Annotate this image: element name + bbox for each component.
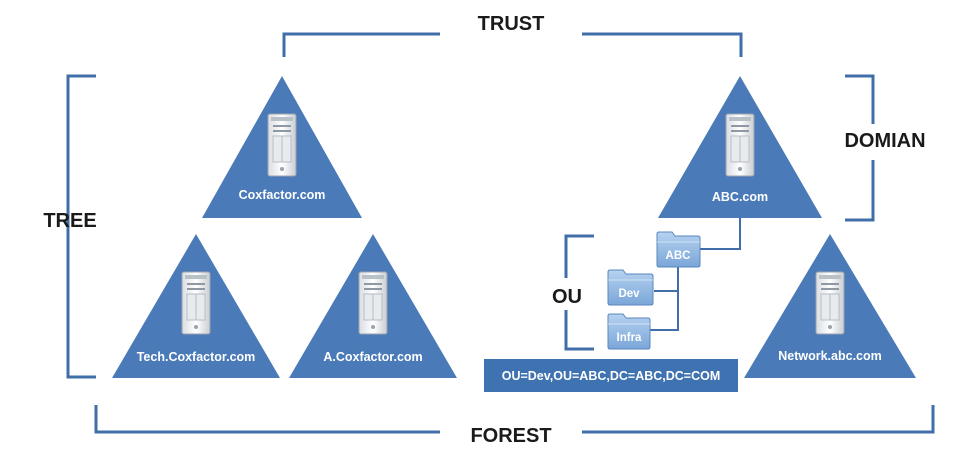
domain-abc: ABC.com (658, 76, 822, 218)
ou-folder-dev: Dev (607, 269, 654, 306)
domain-label-abc: ABC.com (712, 190, 768, 204)
forest-label: FOREST (470, 425, 551, 447)
folder-label-abc: ABC (666, 250, 691, 262)
folder-icon (607, 313, 651, 350)
domain-a-coxfactor: A.Coxfactor.com (289, 234, 457, 378)
ou-folder-abc: ABC (656, 231, 701, 268)
server-icon (725, 113, 755, 177)
server-icon (181, 271, 211, 335)
ou-bracket (564, 234, 594, 351)
folder-icon (656, 231, 701, 268)
domain-coxfactor: Coxfactor.com (202, 76, 362, 218)
domain-label: DOMIAN (844, 130, 925, 152)
tree-bracket (66, 74, 96, 379)
ou-folder-infra: Infra (607, 313, 651, 350)
domain-bracket (845, 74, 875, 222)
folder-icon (607, 269, 654, 306)
ou-connectors (650, 218, 741, 331)
server-icon (815, 271, 845, 335)
distinguished-name-box: OU=Dev,OU=ABC,DC=ABC,DC=COM (484, 359, 738, 392)
forest-bracket (94, 405, 935, 434)
trust-label: TRUST (478, 13, 545, 35)
folder-label-infra: Infra (617, 332, 643, 344)
domain-label-tech-coxfactor: Tech.Coxfactor.com (137, 350, 256, 364)
domain-label-coxfactor: Coxfactor.com (239, 188, 326, 202)
server-icon (358, 271, 388, 335)
domain-label-network-abc: Network.abc.com (778, 349, 882, 363)
server-icon (267, 113, 297, 177)
domain-label-a-coxfactor: A.Coxfactor.com (323, 350, 422, 364)
domain-network-abc: Network.abc.com (744, 234, 916, 378)
trust-bracket (282, 32, 743, 57)
tree-label: TREE (43, 210, 96, 232)
distinguished-name-text: OU=Dev,OU=ABC,DC=ABC,DC=COM (502, 369, 721, 383)
ou-label: OU (552, 286, 582, 308)
folder-label-dev: Dev (618, 288, 640, 300)
domain-tech-coxfactor: Tech.Coxfactor.com (112, 234, 280, 378)
